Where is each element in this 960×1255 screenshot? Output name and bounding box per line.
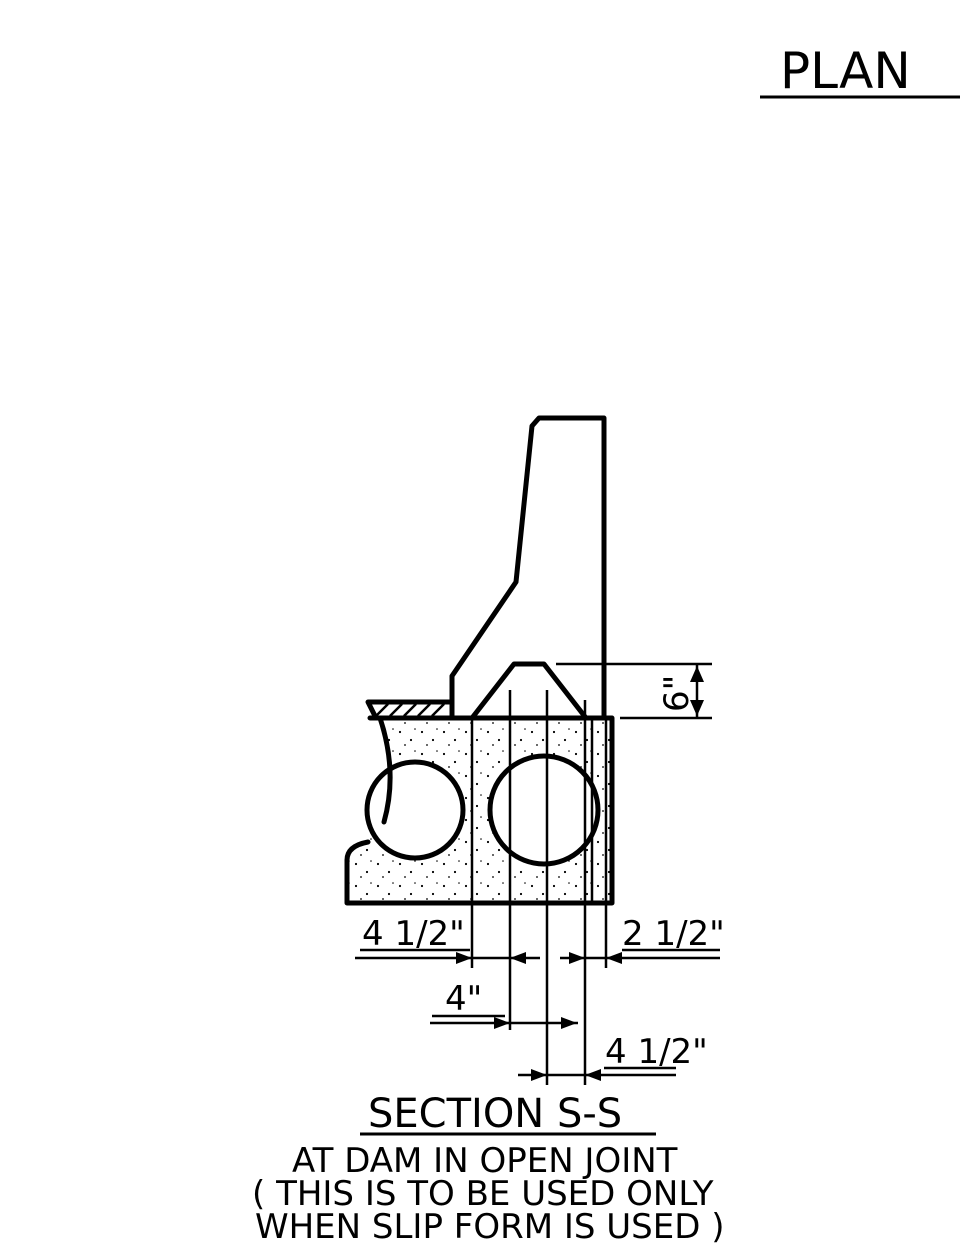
height-label: 6" [657, 675, 697, 712]
plan-title: PLAN [780, 42, 911, 100]
caption-line-3: WHEN SLIP FORM IS USED ) [255, 1207, 724, 1247]
section-title: SECTION S-S [368, 1091, 622, 1137]
center-width-label: 4" [445, 979, 482, 1019]
dimension-row-1: 4 1/2" 2 1/2" [355, 914, 725, 964]
lower-width-label: 4 1/2" [605, 1032, 708, 1072]
joint-dam [469, 661, 589, 721]
caption-line-2: ( THIS IS TO BE USED ONLY [252, 1174, 714, 1214]
height-dimension: 6" [556, 662, 712, 720]
concrete-slab [344, 715, 615, 906]
left-void-circle [364, 759, 466, 861]
right-width-label: 2 1/2" [622, 914, 725, 954]
barrier-profile [449, 415, 607, 721]
hatched-surface [365, 699, 455, 721]
dimension-row-3: 4 1/2" [518, 1032, 708, 1081]
left-width-label: 4 1/2" [362, 914, 465, 954]
dimension-row-2: 4" [430, 979, 578, 1029]
right-void-circle [487, 753, 601, 867]
caption-line-1: AT DAM IN OPEN JOINT [292, 1141, 678, 1181]
